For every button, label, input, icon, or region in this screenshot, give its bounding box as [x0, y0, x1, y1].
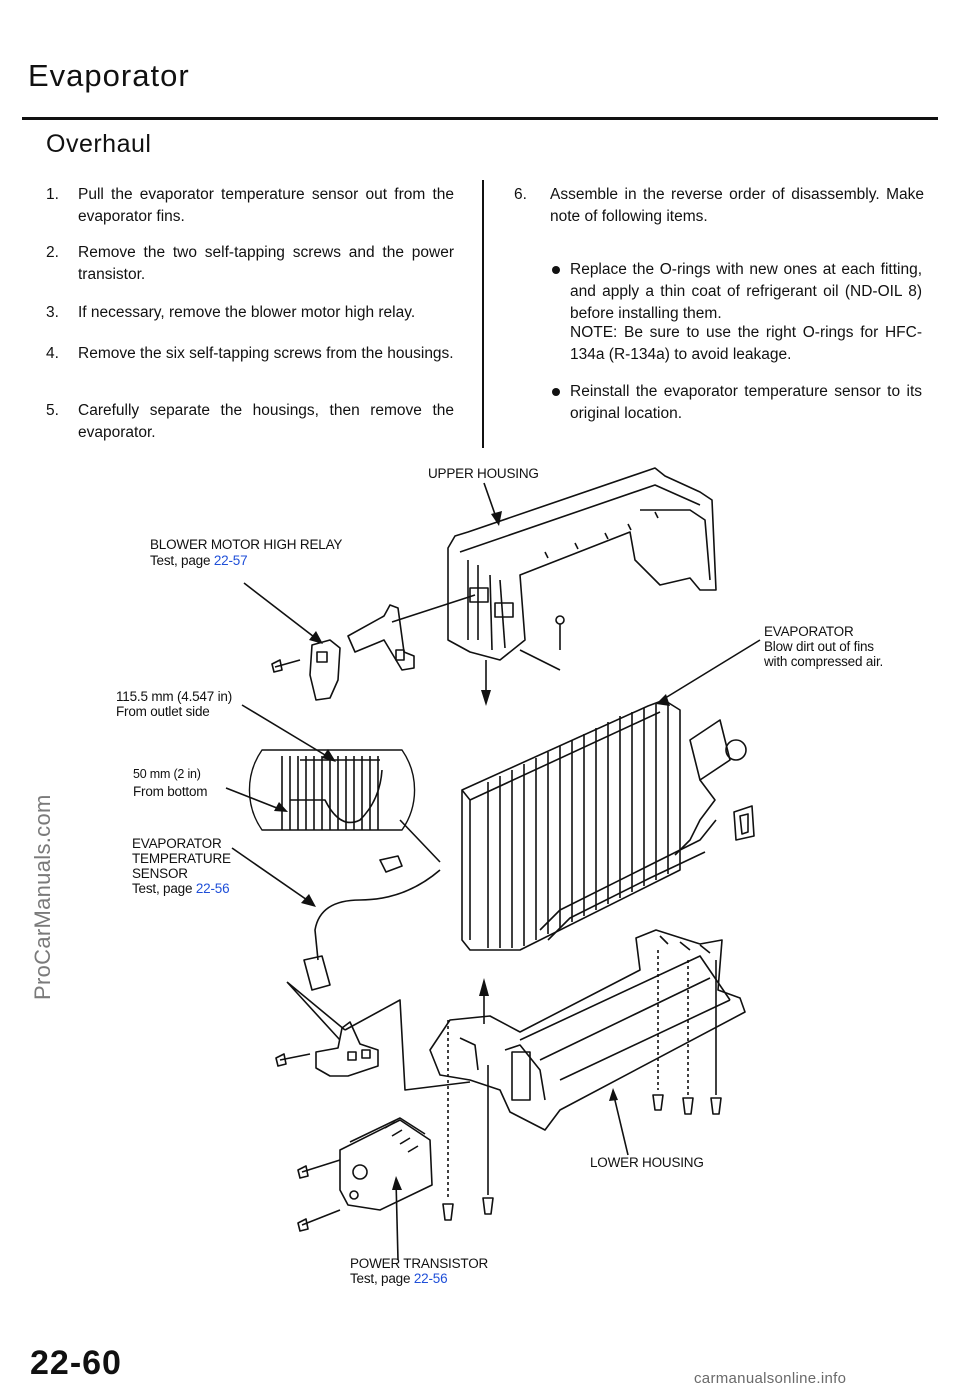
step-text: Remove the six self-tapping screws from … [78, 345, 454, 362]
step-text: If necessary, remove the blower motor hi… [78, 304, 416, 321]
test-page-prefix: Test, page [150, 553, 211, 568]
bullet-item-sensor: Reinstall the evaporator temperature sen… [570, 381, 924, 425]
label-dimension-50: 50 mm (2 in) From bottom [133, 767, 208, 799]
step-number: 1. [46, 186, 59, 203]
step-text: Assemble in the reverse order of disasse… [550, 186, 924, 225]
label-blower-relay: BLOWER MOTOR HIGH RELAY [150, 537, 343, 552]
evaporator-note-1: Blow dirt out of fins [764, 639, 874, 654]
bullet-dot [552, 388, 560, 396]
lower-housing-part [429, 929, 746, 1131]
step-number: 2. [46, 244, 59, 261]
title-rule [22, 117, 938, 120]
dimension-note: From bottom [133, 784, 208, 799]
screw-icon [442, 950, 722, 1221]
step-4: 4. Remove the six self-tapping screws fr… [46, 343, 454, 387]
link-page-22-56[interactable]: 22-56 [195, 881, 230, 896]
dimension-value: 115.5 mm (4.547 in) [116, 689, 233, 704]
footer-watermark: carmanualsonline.info [694, 1370, 847, 1387]
test-page-prefix: Test, page [132, 881, 193, 896]
power-transistor-part [297, 1117, 433, 1232]
step-5: 5. Carefully separate the housings, then… [46, 400, 454, 444]
dimension-value: 50 mm (2 in) [133, 767, 201, 781]
dimension-note: From outlet side [116, 704, 210, 719]
bullet-dot [552, 266, 560, 274]
bullet-text: Replace the O-rings with new ones at eac… [570, 261, 922, 322]
bracket-part [275, 999, 471, 1091]
test-page-prefix: Test, page [350, 1271, 411, 1286]
temperature-sensor-part [286, 855, 441, 1041]
blower-relay-part [271, 594, 476, 701]
step-3: 3. If necessary, remove the blower motor… [46, 302, 454, 324]
leader-lines [225, 482, 761, 1261]
sensor-line-3: SENSOR [132, 866, 188, 881]
page-number: 22-60 [30, 1344, 122, 1382]
arrowheads [274, 511, 670, 1190]
label-blower-relay-test: Test, page 22-57 [150, 553, 248, 568]
step-1: 1. Pull the evaporator temperature senso… [46, 184, 454, 228]
step-number: 3. [46, 304, 59, 321]
page-title: Evaporator [28, 58, 190, 93]
evaporator-note-2: with compressed air. [764, 654, 884, 669]
section-title: Overhaul [46, 130, 152, 158]
note-text: NOTE: Be sure to use the right O-rings f… [570, 322, 924, 366]
transistor-test: Test, page 22-56 [350, 1271, 488, 1286]
clip-part [733, 805, 755, 841]
step-6: 6. Assemble in the reverse order of disa… [514, 184, 924, 228]
label-lower-housing: LOWER HOUSING [590, 1155, 704, 1170]
label-power-transistor: POWER TRANSISTOR Test, page 22-56 [350, 1256, 488, 1286]
evaporator-core-part [461, 699, 747, 951]
watermark-text: ProCarManuals.com [30, 794, 55, 1000]
evaporator-name: EVAPORATOR [764, 624, 854, 639]
detail-magnifier [248, 749, 441, 863]
step-number: 4. [46, 345, 59, 362]
label-evaporator: EVAPORATOR Blow dirt out of fins with co… [764, 624, 883, 669]
label-upper-housing: UPPER HOUSING [428, 466, 539, 481]
step-text: Carefully separate the housings, then re… [78, 402, 454, 441]
bullet-text: Reinstall the evaporator temperature sen… [570, 383, 922, 422]
sensor-line-1: EVAPORATOR [132, 836, 222, 851]
step-number: 6. [514, 186, 527, 203]
note-body: NOTE: Be sure to use the right O-rings f… [570, 324, 922, 363]
bullet-item-orings: Replace the O-rings with new ones at eac… [570, 259, 924, 325]
upper-housing-part [447, 467, 717, 661]
column-divider [482, 180, 484, 448]
step-text: Remove the two self-tapping screws and t… [78, 244, 454, 283]
sensor-line-2: TEMPERATURE [132, 851, 231, 866]
screw-icon [519, 615, 565, 671]
step-text: Pull the evaporator temperature sensor o… [78, 186, 454, 225]
sensor-test: Test, page 22-56 [132, 881, 231, 896]
link-page-22-57[interactable]: 22-57 [213, 553, 248, 568]
link-page-22-56[interactable]: 22-56 [413, 1271, 448, 1286]
step-2: 2. Remove the two self-tapping screws an… [46, 242, 454, 286]
label-dimension-115: 115.5 mm (4.547 in) From outlet side [116, 689, 232, 719]
step-number: 5. [46, 402, 59, 419]
transistor-name: POWER TRANSISTOR [350, 1256, 489, 1271]
label-temperature-sensor: EVAPORATOR TEMPERATURE SENSOR Test, page… [132, 836, 231, 896]
